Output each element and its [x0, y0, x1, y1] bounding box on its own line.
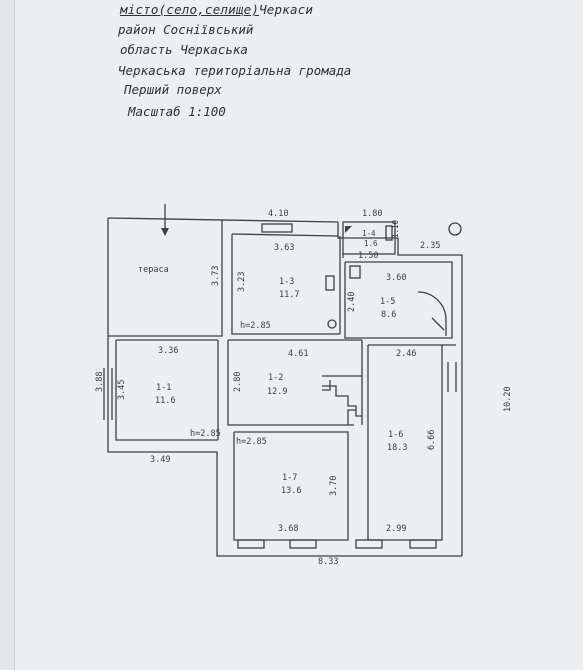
r11-dim-w2: 3.49 [150, 455, 170, 465]
r11-area: 11.6 [155, 396, 175, 406]
r11-name: 1-1 [156, 383, 171, 393]
header-line-city: місто(село,селище)Черкаси [120, 2, 313, 17]
r16-name: 1-6 [388, 430, 403, 440]
r13-dim-h: 3.23 [237, 272, 247, 292]
r13-name: 1-3 [279, 277, 294, 287]
r15-name: 1-5 [380, 297, 395, 307]
porch-dim: 2.35 [420, 241, 440, 251]
plan-labels: 4.10 8.33 10.20 3.88 тераса 3.73 3.63 3.… [95, 209, 513, 567]
r16-dim-w2: 2.99 [386, 524, 406, 534]
scale-label: Масштаб 1:100 [128, 104, 226, 119]
r17-area: 13.6 [281, 486, 301, 496]
height-label-2: h=2.85 [190, 429, 221, 439]
r12-area: 12.9 [267, 387, 287, 397]
height-label-1: h=2.85 [240, 321, 271, 331]
header-line-district: район Сосніївський [118, 22, 254, 37]
r13-area: 11.7 [279, 290, 299, 300]
r15-dim-w: 3.60 [386, 273, 406, 283]
r17-dim-w: 3.68 [278, 524, 298, 534]
r16-dim-h: 6.66 [427, 430, 437, 450]
r17-dim-h: 3.70 [329, 476, 339, 496]
dim-outer-top: 4.10 [268, 209, 288, 219]
r17-name: 1-7 [282, 473, 297, 483]
r11-dim-h: 3.45 [117, 380, 127, 400]
dim-outer-bottom: 8.33 [318, 557, 338, 567]
r11-dim-w: 3.36 [158, 346, 178, 356]
r14-name: 1-4 [362, 229, 376, 238]
terrace-label: тераса [138, 265, 169, 275]
floor-title: Перший поверх [124, 82, 222, 97]
r15-dim-h: 2.40 [347, 292, 357, 312]
r12-dim-h: 2.80 [233, 372, 243, 392]
header-line-community: Черкаська територіальна громада [118, 63, 352, 78]
r14-dim-w: 1.80 [362, 209, 382, 219]
walls [103, 204, 463, 557]
city-prefix: місто(село,селище) [120, 2, 260, 17]
height-label-3: h=2.85 [236, 437, 267, 447]
r13-dim-w: 3.63 [274, 243, 294, 253]
r14-area: 1.6 [364, 239, 378, 248]
r14-dim-w2: 1.50 [358, 251, 378, 261]
terrace-dim: 3.73 [211, 266, 221, 286]
r12-dim-w: 4.61 [288, 349, 308, 359]
r16-dim-w: 2.46 [396, 349, 416, 359]
dim-outer-right: 10.20 [503, 386, 513, 412]
city-value: Черкаси [259, 2, 314, 17]
r15-area: 8.6 [381, 310, 396, 320]
dim-outer-left: 3.88 [95, 372, 105, 392]
header-line-region: область Черкаська [120, 42, 248, 57]
r14-dim-h: 1.10 [391, 219, 400, 238]
paper-sheet [14, 0, 583, 670]
r16-area: 18.3 [387, 443, 407, 453]
r12-name: 1-2 [268, 373, 283, 383]
